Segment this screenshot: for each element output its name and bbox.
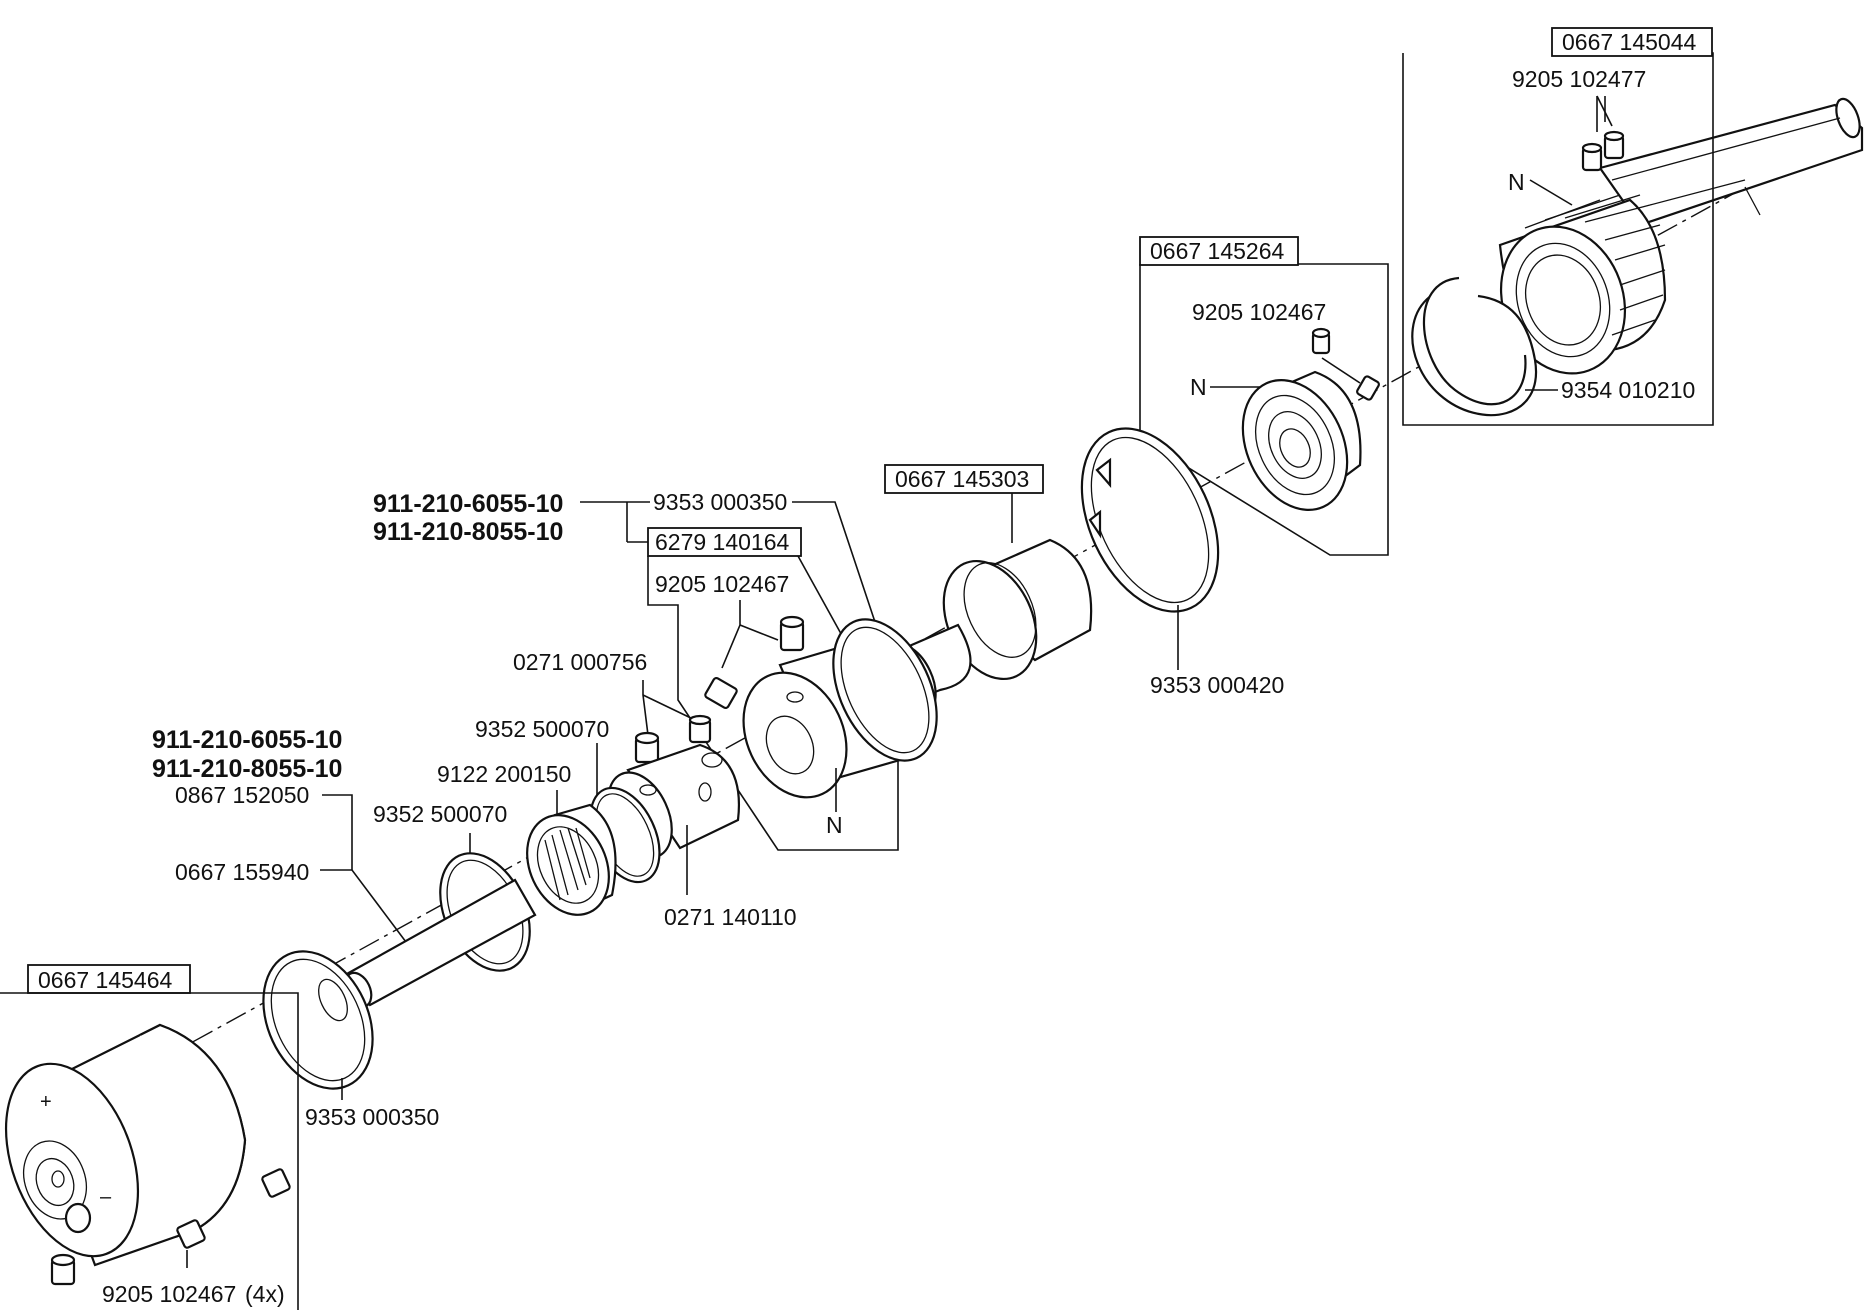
ring-label-9353-350b: 9353 000350: [305, 1104, 439, 1130]
ball-bearing: [1241, 370, 1362, 511]
set-screw-mid: [1311, 327, 1380, 401]
part-number-bold-a2: 911-210-8055-10: [373, 518, 563, 546]
part-number-bold-b1: 911-210-6055-10: [152, 726, 342, 754]
kit-label-top: 0667 145044: [1562, 29, 1697, 55]
set-screw-6279: [704, 615, 805, 710]
n-label-6279: N: [826, 812, 843, 838]
screw-label-mid: 9205 102467: [1192, 299, 1326, 325]
kit-label-sleeve: 0667 145303: [895, 466, 1029, 492]
needle-bearing-9122: [526, 803, 617, 916]
set-screw-9205-102477: [1581, 95, 1625, 172]
label-0867-152050: 0867 152050: [175, 782, 309, 808]
sleeve-0667-145303: [883, 538, 1093, 717]
snap-ring-9354-010210: [1411, 276, 1538, 417]
retaining-ring-9353-000350-lower: [262, 950, 374, 1090]
ring-label-top: 9354 010210: [1561, 377, 1695, 403]
retaining-ring-9353-000350-upper: [832, 618, 938, 762]
kit-box-0667-145044: 0667 145044: [1402, 27, 1714, 426]
bearing-label-9122: 9122 200150: [437, 761, 571, 787]
ring-label-9352-a: 9352 500070: [475, 716, 609, 742]
kit-box-0667-145303: [884, 464, 1044, 494]
kit-box-0667-145464: 0667 145464: [0, 964, 299, 1310]
n-label-top: N: [1508, 169, 1525, 195]
kit-box-0667-145264: 0667 145264: [1139, 236, 1389, 556]
plus-marker: +: [40, 1091, 52, 1113]
drive-shaft-end: [1598, 97, 1864, 227]
set-screw-bottom: [50, 1168, 291, 1286]
n-label-mid: N: [1190, 374, 1207, 400]
ring-label-9353-420: 9353 000420: [1150, 672, 1284, 698]
label-0667-155940: 0667 155940: [175, 859, 309, 885]
minus-marker: –: [100, 1186, 112, 1208]
part-number-bold-b2: 911-210-8055-10: [152, 755, 342, 783]
screw-label-6279: 9205 102467: [655, 571, 789, 597]
coupling-drum: + –: [4, 1023, 247, 1267]
retaining-ring-9353-000420: [1080, 427, 1220, 613]
screw-label-bottom: 9205 102467: [102, 1281, 236, 1307]
kit-label-bottom: 0667 145464: [38, 967, 173, 993]
ring-label-9352-b: 9352 500070: [373, 801, 507, 827]
kit-label-mid: 0667 145264: [1150, 238, 1285, 264]
ring-label-9353-350a: 9353 000350: [653, 489, 787, 515]
bushing-label-0271: 0271 140110: [664, 904, 797, 930]
kit-label-6279: 6279 140164: [655, 529, 790, 555]
toothed-gear: [1498, 194, 1667, 375]
kit-box-6279-140164: 6279 140164: [647, 527, 899, 851]
screw-label-top: 9205 102477: [1512, 66, 1646, 92]
n-leader-top: [1529, 179, 1573, 206]
pin-label-0271-756: 0271 000756: [513, 649, 647, 675]
pin-0271-000756: [634, 714, 712, 764]
part-number-bold-a1: 911-210-6055-10: [373, 490, 563, 518]
quantity-label: (4x): [245, 1281, 285, 1307]
